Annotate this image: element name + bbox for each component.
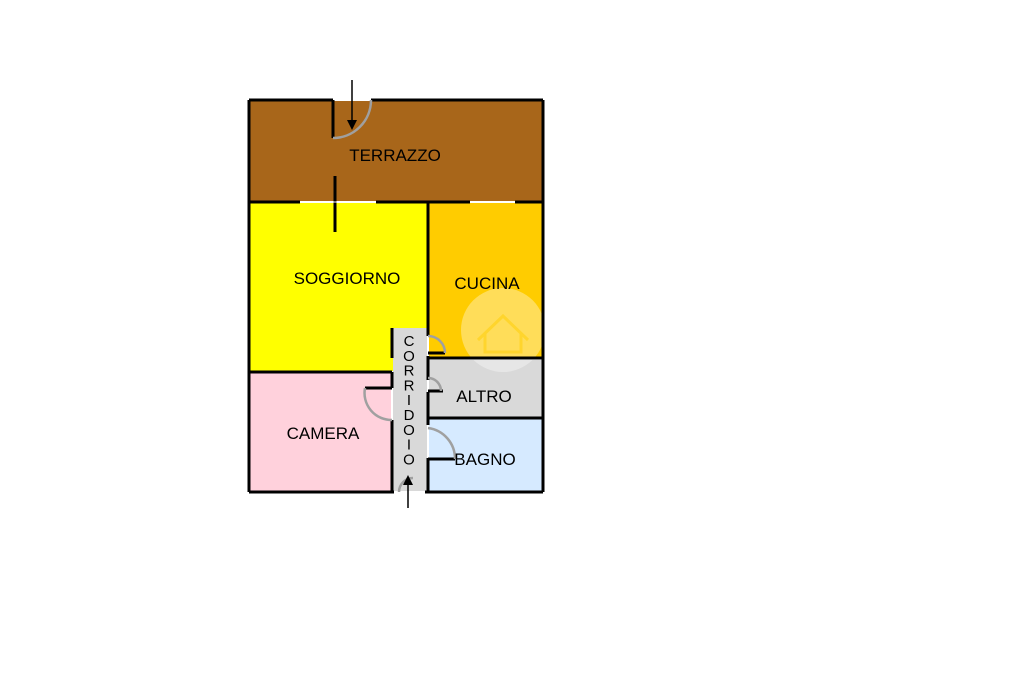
label-bagno: BAGNO xyxy=(454,450,515,469)
room-camera xyxy=(250,373,391,491)
corridoio-letter: O xyxy=(403,451,415,468)
walls xyxy=(247,98,545,494)
entry-arrow-bottom-icon xyxy=(403,475,413,508)
label-altro: ALTRO xyxy=(456,387,511,406)
label-camera: CAMERA xyxy=(287,424,360,443)
label-cucina: CUCINA xyxy=(454,274,520,293)
corridoio-letter: O xyxy=(403,348,415,365)
corridoio-letter: D xyxy=(404,407,415,424)
label-terrazzo: TERRAZZO xyxy=(349,146,441,165)
room-bagno xyxy=(429,419,542,491)
corridoio-letter: R xyxy=(404,363,415,380)
room-altro xyxy=(429,360,542,417)
corridoio-letter: C xyxy=(404,333,415,350)
watermark-logo-icon xyxy=(461,288,545,372)
corridoio-letter: I xyxy=(407,392,411,409)
label-soggiorno: SOGGIORNO xyxy=(294,269,401,288)
entry-arrow-top-icon xyxy=(347,80,357,130)
door-arcs xyxy=(332,99,457,493)
corridoio-letter: O xyxy=(403,422,415,439)
corridoio-letter: I xyxy=(407,437,411,454)
corridoio-letter: R xyxy=(404,377,415,394)
room-cucina xyxy=(429,203,542,358)
room-corridoio xyxy=(393,328,427,491)
room-terrazzo xyxy=(250,101,542,201)
